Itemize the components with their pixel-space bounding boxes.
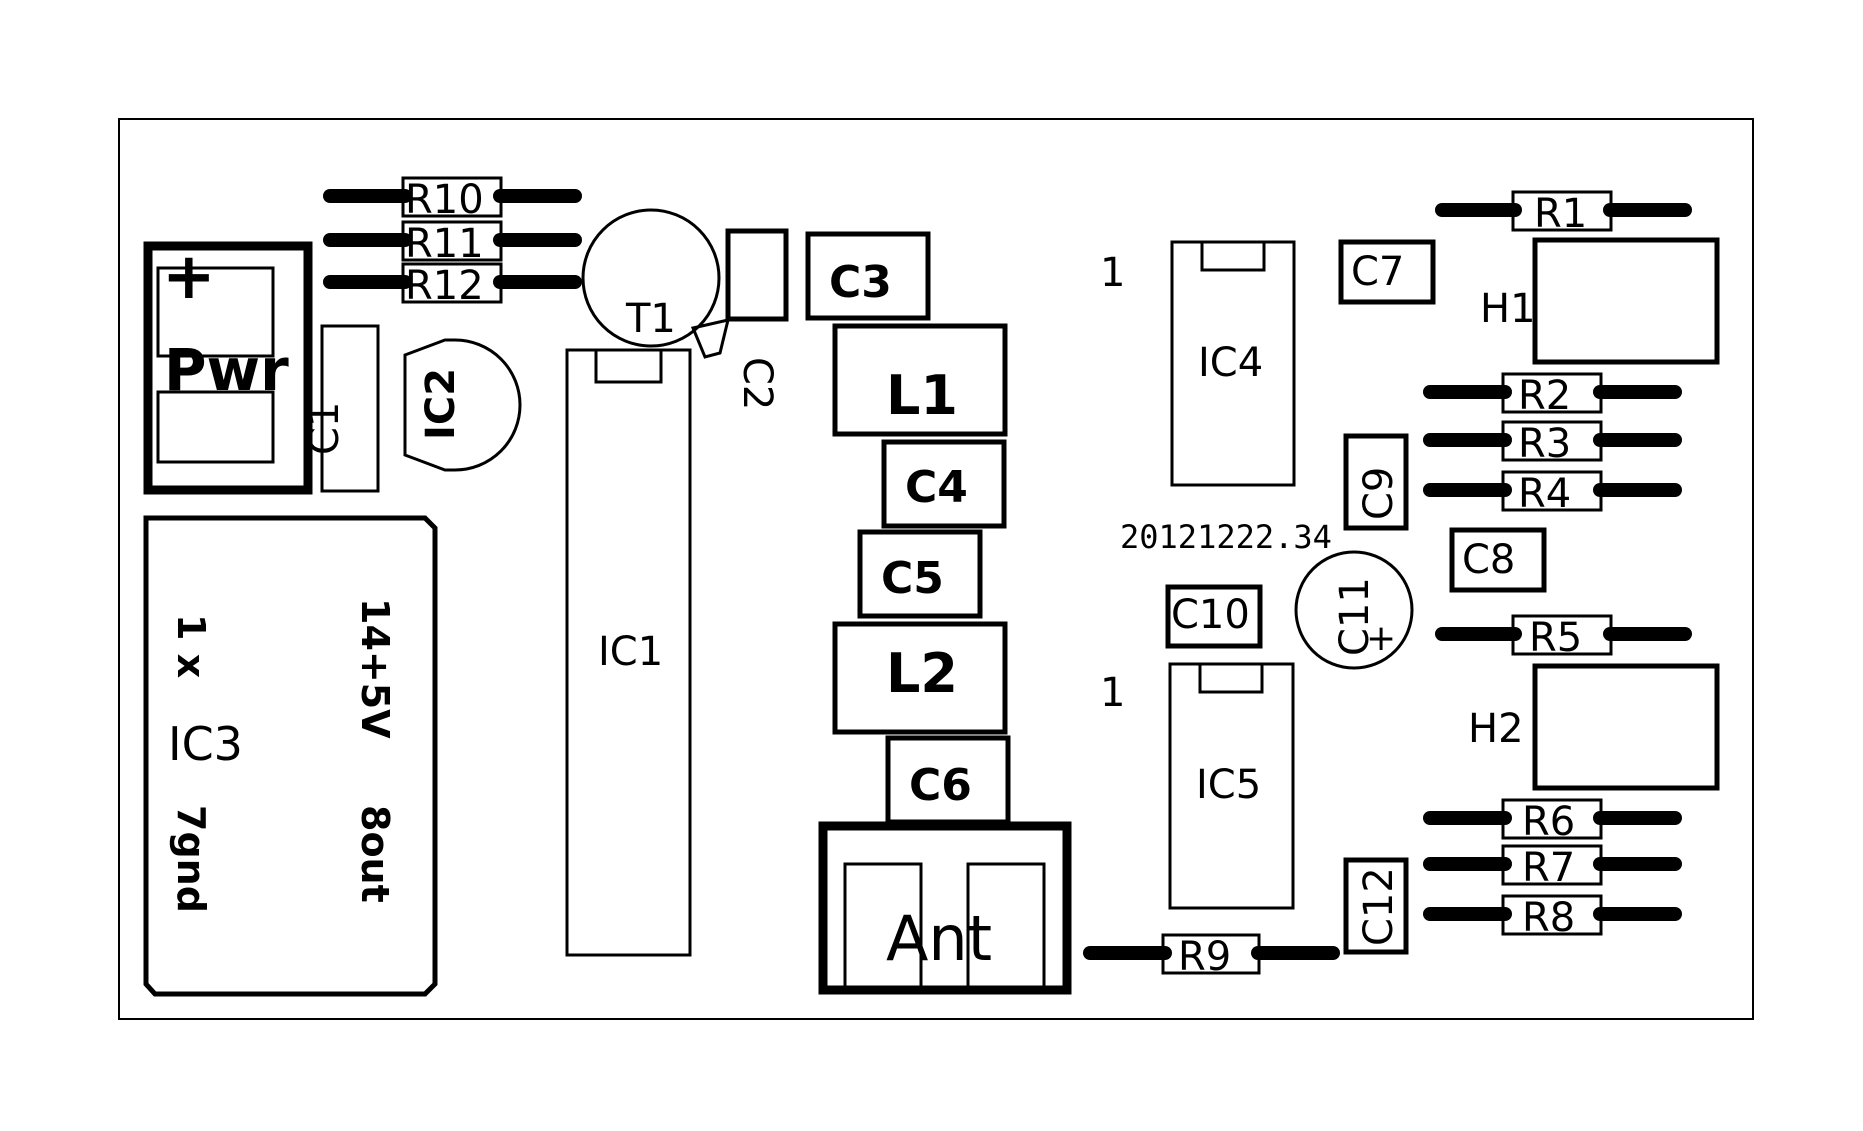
r5-label: R5: [1529, 615, 1582, 661]
c4-label: C4: [905, 462, 968, 513]
inductor-l1: L1: [832, 323, 1008, 437]
c3-label: C3: [829, 257, 892, 308]
capacitor-c4: C4: [881, 439, 1007, 529]
t1-label: T1: [625, 296, 676, 342]
power-connector: + Pwr: [143, 240, 313, 495]
capacitor-c12: C12: [1343, 857, 1409, 955]
pin1-marker-ic4: 1: [1100, 250, 1125, 296]
resistor-r7: R7: [1423, 844, 1682, 891]
capacitor-c3: C3: [805, 231, 931, 321]
capacitor-c7: C7: [1338, 239, 1436, 305]
c9-label: C9: [1356, 467, 1402, 520]
r12-label: R12: [405, 263, 484, 309]
board-version: 20121222.34: [1120, 518, 1332, 556]
ic4-label: IC4: [1198, 340, 1263, 386]
ic3-pin14-label: 14+5V: [353, 598, 397, 739]
r1-label: R1: [1534, 191, 1587, 237]
ic1-label: IC1: [598, 629, 663, 675]
ant-label: Ant: [886, 902, 992, 975]
c7-label: C7: [1351, 249, 1404, 295]
r3-label: R3: [1518, 421, 1571, 467]
r9-label: R9: [1178, 934, 1231, 980]
board-outline: [118, 118, 1754, 1020]
resistor-r1: R1: [1435, 190, 1692, 237]
c11-plus-label: +: [1366, 618, 1396, 659]
capacitor-c10: C10: [1165, 584, 1263, 649]
resistor-r5: R5: [1435, 614, 1692, 661]
capacitor-c8: C8: [1449, 527, 1547, 593]
capacitor-c9: C9: [1343, 433, 1409, 531]
l1-label: L1: [886, 364, 958, 427]
capacitor-c1: C1: [302, 324, 380, 493]
regulator-ic2: IC2: [403, 338, 522, 472]
transistor-t1: T1: [581, 208, 731, 359]
capacitor-c5: C5: [857, 529, 983, 619]
antenna-connector: Ant: [818, 821, 1072, 995]
r10-label: R10: [405, 177, 484, 223]
resistor-r2: R2: [1423, 372, 1682, 419]
resistor-r6: R6: [1423, 798, 1682, 845]
capacitor-c2: C2: [725, 228, 789, 410]
r7-label: R7: [1522, 845, 1575, 891]
capacitor-c6: C6: [885, 735, 1011, 825]
ic3-pin1-label: 1 x: [169, 614, 213, 678]
resistor-r11: R11: [323, 220, 582, 267]
capacitor-c11: C11 +: [1294, 550, 1414, 670]
inductor-l2: L2: [832, 621, 1008, 735]
pwr-plus-label: +: [162, 240, 216, 314]
header-h2: H2: [1468, 663, 1720, 791]
resistor-r9: R9: [1083, 933, 1340, 980]
c10-label: C10: [1171, 592, 1250, 638]
module-ic3: 1 x IC3 7gnd 14+5V 8out: [143, 515, 438, 997]
l2-label: L2: [886, 642, 958, 705]
ic3-pin8-label: 8out: [353, 805, 397, 903]
chip-ic4: IC4: [1170, 240, 1296, 487]
c12-label: C12: [1356, 867, 1402, 946]
ic3-pin7-label: 7gnd: [169, 805, 213, 913]
c11-label: C11: [1332, 577, 1378, 656]
h2-label: H2: [1468, 706, 1524, 752]
r4-label: R4: [1518, 471, 1571, 517]
resistor-r8: R8: [1423, 894, 1682, 941]
resistor-r3: R3: [1423, 420, 1682, 467]
resistor-r10: R10: [323, 176, 582, 223]
resistor-r12: R12: [323, 262, 582, 309]
r11-label: R11: [405, 221, 484, 267]
chip-ic5: IC5: [1168, 662, 1295, 910]
pin1-marker-ic5: 1: [1100, 670, 1125, 716]
c2-label: C2: [734, 357, 780, 410]
pwr-label: Pwr: [164, 336, 289, 404]
header-h1: H1: [1480, 237, 1720, 365]
c1-label: C1: [302, 402, 348, 455]
h1-label: H1: [1480, 286, 1536, 332]
r8-label: R8: [1522, 895, 1575, 941]
ic3-label: IC3: [168, 717, 243, 771]
c5-label: C5: [881, 553, 944, 604]
ic2-label: IC2: [418, 368, 464, 440]
c8-label: C8: [1462, 537, 1515, 583]
c6-label: C6: [909, 760, 972, 811]
resistor-r4: R4: [1423, 470, 1682, 517]
ic5-label: IC5: [1196, 762, 1261, 808]
r2-label: R2: [1518, 373, 1571, 419]
chip-ic1: IC1: [565, 348, 692, 957]
r6-label: R6: [1522, 799, 1575, 845]
